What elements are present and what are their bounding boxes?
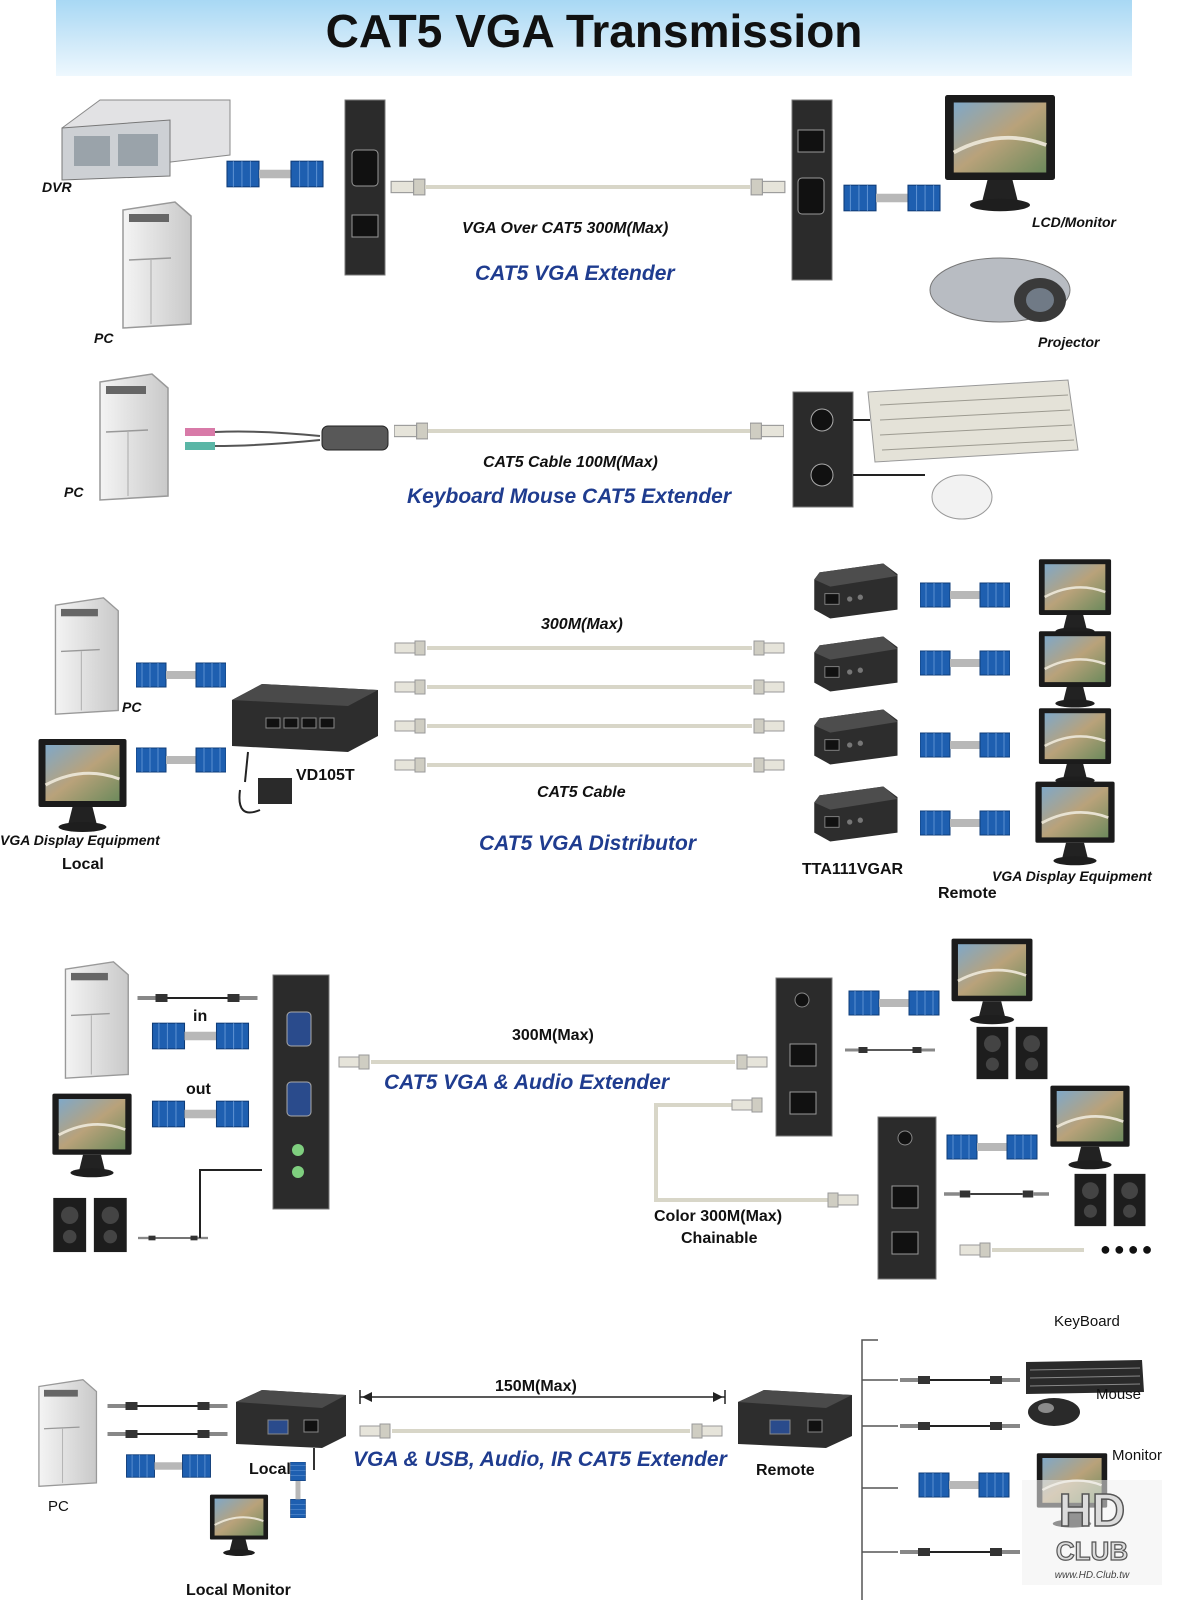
label-pc-3: PC xyxy=(122,699,142,715)
label-lcd-monitor: LCD/Monitor xyxy=(1032,214,1116,230)
label-pc-5: PC xyxy=(48,1498,69,1515)
label-300m-max-distributor: 300M(Max) xyxy=(541,616,623,633)
watermark-hd: HD xyxy=(1059,1484,1125,1536)
label-projector: Projector xyxy=(1038,334,1100,350)
label-remote-5: Remote xyxy=(756,1462,815,1479)
watermark-url: www.HD.Club.tw xyxy=(1055,1570,1130,1581)
label-vd105t: VD105T xyxy=(296,767,355,784)
label-300m-max-audio: 300M(Max) xyxy=(512,1027,594,1044)
label-out: out xyxy=(186,1081,211,1098)
label-dvr: DVR xyxy=(42,179,72,195)
watermark-club: CLUB xyxy=(1056,1536,1128,1566)
section-title-vga-extender: CAT5 VGA Extender xyxy=(475,262,675,285)
label-local-5: Local xyxy=(249,1461,291,1478)
hdclub-watermark-logo: HD CLUB www.HD.Club.tw xyxy=(1022,1480,1162,1585)
label-remote: Remote xyxy=(938,885,997,902)
label-cable-vga-over-cat5: VGA Over CAT5 300M(Max) xyxy=(462,220,669,237)
label-local: Local xyxy=(62,856,104,873)
label-monitor: Monitor xyxy=(1112,1447,1163,1464)
label-cable-100m: CAT5 Cable 100M(Max) xyxy=(483,454,658,471)
section-title-vga-distributor: CAT5 VGA Distributor xyxy=(479,832,697,855)
section-title-keyboard-mouse-extender: Keyboard Mouse CAT5 Extender xyxy=(407,485,732,508)
page-title: CAT5 VGA Transmission xyxy=(325,5,863,57)
label-vga-display-local: VGA Display Equipment xyxy=(0,832,160,848)
watermark-graphic: HD CLUB www.HD.Club.tw xyxy=(1022,1480,1162,1585)
label-vga-display-remote: VGA Display Equipment xyxy=(992,868,1152,884)
label-local-monitor: Local Monitor xyxy=(186,1582,291,1599)
label-in: in xyxy=(193,1008,208,1025)
label-pc-1: PC xyxy=(94,330,114,346)
label-mouse: Mouse xyxy=(1096,1386,1142,1403)
label-tta111vgar: TTA111VGAR xyxy=(802,861,904,878)
label-more-dots: ●●●● xyxy=(1100,1239,1156,1259)
label-color-300m: Color 300M(Max) xyxy=(654,1208,783,1225)
title-banner xyxy=(56,0,1132,76)
section-title-vga-usb-audio-ir: VGA & USB, Audio, IR CAT5 Extender xyxy=(353,1448,727,1471)
label-cat5-cable: CAT5 Cable xyxy=(537,784,626,801)
label-150m-max: 150M(Max) xyxy=(495,1378,577,1395)
label-chainable: Chainable xyxy=(681,1230,758,1247)
section-title-vga-audio-extender: CAT5 VGA & Audio Extender xyxy=(384,1071,670,1094)
label-keyboard: KeyBoard xyxy=(1054,1313,1120,1330)
label-pc-2: PC xyxy=(64,484,84,500)
